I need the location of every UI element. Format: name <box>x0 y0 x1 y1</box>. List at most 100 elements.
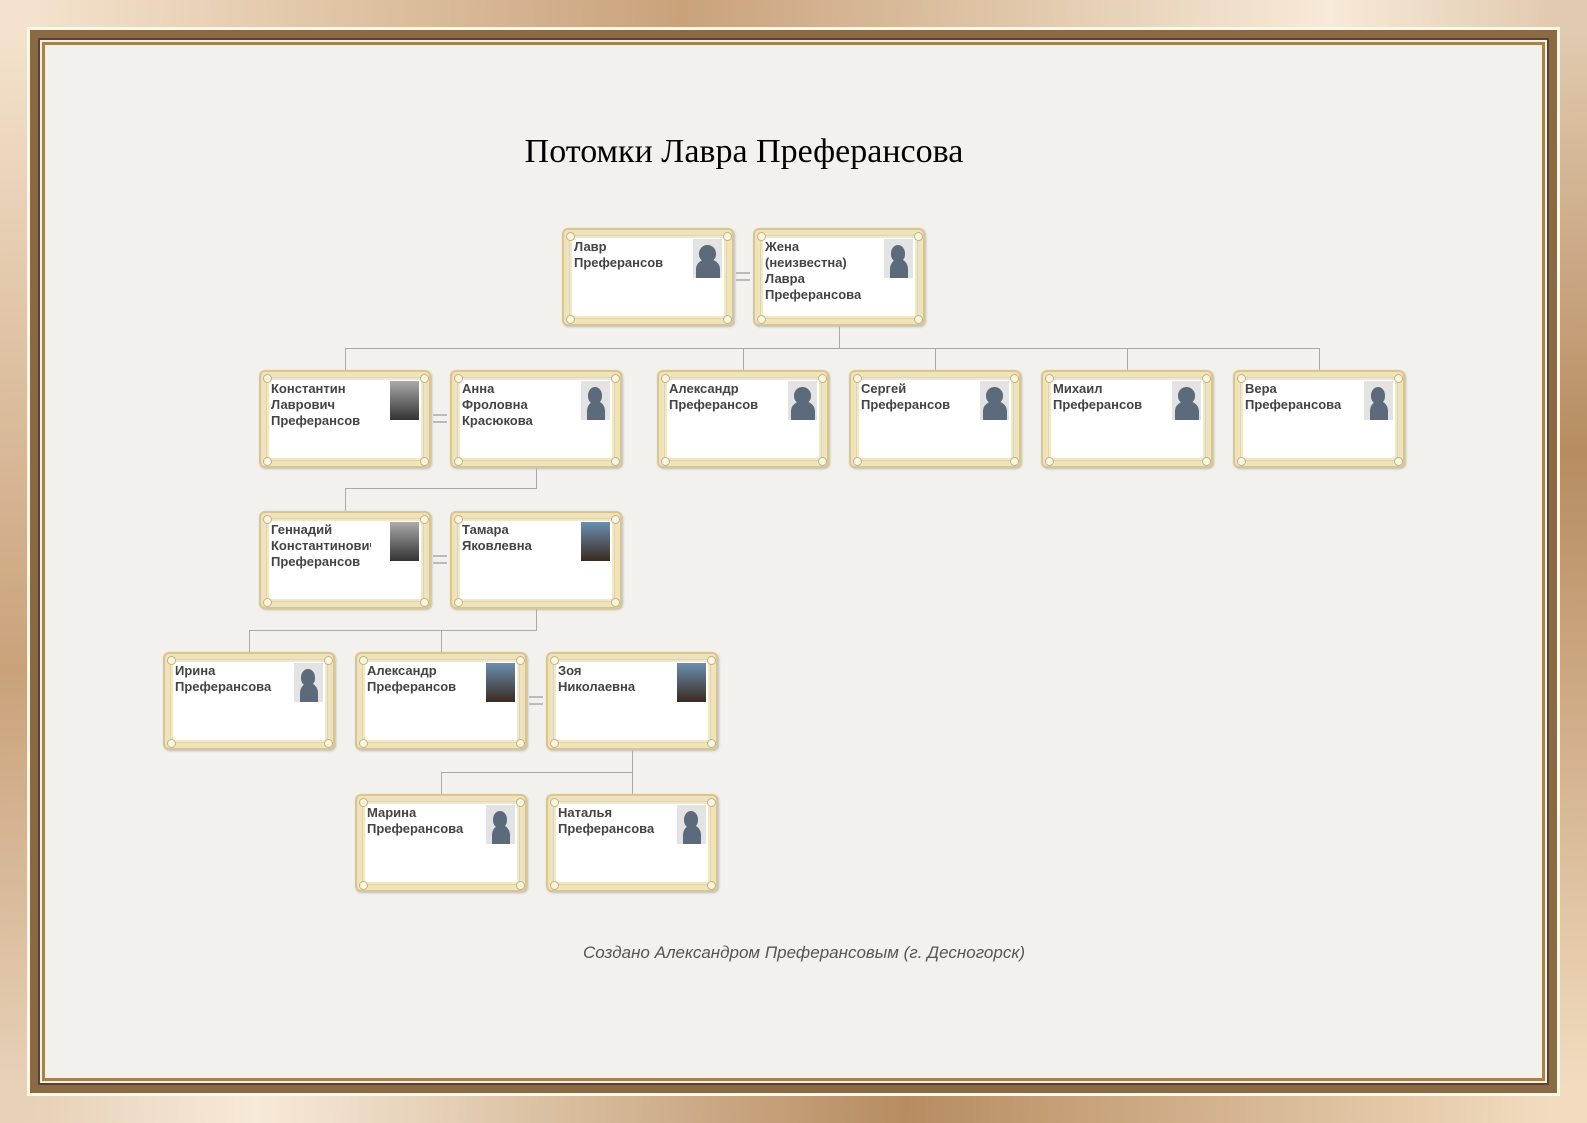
person-photo <box>677 663 706 702</box>
connector-line <box>536 468 537 488</box>
person-name: Геннадий Константинович Преферансов <box>271 522 371 569</box>
person-name: Александр Преферансов <box>669 381 759 412</box>
person-card[interactable]: Геннадий Константинович Преферансов <box>259 511 431 609</box>
connector-line <box>632 772 633 794</box>
corner-ornament <box>324 656 333 665</box>
corner-ornament <box>707 881 716 890</box>
corner-ornament <box>516 739 525 748</box>
corner-ornament <box>1237 457 1246 466</box>
person-name: Михаил Преферансов <box>1053 381 1143 412</box>
person-card[interactable]: Александр Преферансов <box>657 370 829 468</box>
person-name: Наталья Преферансова <box>558 805 655 836</box>
corner-ornament <box>550 656 559 665</box>
corner-ornament <box>263 598 272 607</box>
corner-ornament <box>324 739 333 748</box>
corner-ornament <box>723 232 732 241</box>
person-card[interactable]: Ирина Преферансова <box>163 652 335 750</box>
corner-ornament <box>723 315 732 324</box>
connector-line <box>345 348 1320 349</box>
corner-ornament <box>914 315 923 324</box>
corner-ornament <box>757 232 766 241</box>
corner-ornament <box>707 739 716 748</box>
corner-ornament <box>420 598 429 607</box>
page-title: Потомки Лавра Преферансова <box>524 133 964 170</box>
corner-ornament <box>853 374 862 383</box>
connector-line <box>1319 348 1320 370</box>
corner-ornament <box>1045 374 1054 383</box>
corner-ornament <box>359 881 368 890</box>
corner-ornament <box>167 656 176 665</box>
connector-line <box>249 630 537 631</box>
corner-ornament <box>516 798 525 807</box>
corner-ornament <box>263 515 272 524</box>
corner-ornament <box>1237 374 1246 383</box>
female-silhouette-icon <box>884 239 913 278</box>
corner-ornament <box>516 881 525 890</box>
corner-ornament <box>1394 457 1403 466</box>
male-silhouette-icon <box>1172 381 1201 420</box>
marriage-connector <box>433 414 447 423</box>
connector-line <box>839 326 840 348</box>
person-card[interactable]: Михаил Преферансов <box>1041 370 1213 468</box>
person-name: Вера Преферансова <box>1245 381 1342 412</box>
male-silhouette-icon <box>980 381 1009 420</box>
corner-ornament <box>167 739 176 748</box>
corner-ornament <box>661 374 670 383</box>
corner-ornament <box>853 457 862 466</box>
person-card[interactable]: Лавр Преферансов <box>562 228 734 326</box>
corner-ornament <box>263 374 272 383</box>
person-photo <box>486 663 515 702</box>
corner-ornament <box>359 656 368 665</box>
connector-line <box>345 488 346 511</box>
person-name: Ирина Преферансова <box>175 663 272 694</box>
person-card[interactable]: Константин Лаврович Преферансов <box>259 370 431 468</box>
corner-ornament <box>818 457 827 466</box>
marriage-connector <box>529 696 543 705</box>
person-card[interactable]: Анна Фроловна Красюкова <box>450 370 622 468</box>
corner-ornament <box>359 739 368 748</box>
person-card[interactable]: Александр Преферансов <box>355 652 527 750</box>
connector-line <box>743 348 744 370</box>
corner-ornament <box>454 374 463 383</box>
marriage-connector <box>433 555 447 564</box>
corner-ornament <box>611 598 620 607</box>
person-card[interactable]: Марина Преферансова <box>355 794 527 892</box>
person-card[interactable]: Жена (неизвестна) Лавра Преферансова <box>753 228 925 326</box>
corner-ornament <box>757 315 766 324</box>
female-silhouette-icon <box>294 663 323 702</box>
corner-ornament <box>420 457 429 466</box>
corner-ornament <box>611 374 620 383</box>
corner-ornament <box>550 881 559 890</box>
corner-ornament <box>818 374 827 383</box>
connector-line <box>1127 348 1128 370</box>
corner-ornament <box>550 739 559 748</box>
corner-ornament <box>420 515 429 524</box>
corner-ornament <box>611 457 620 466</box>
person-name: Константин Лаврович Преферансов <box>271 381 361 428</box>
person-card[interactable]: Вера Преферансова <box>1233 370 1405 468</box>
person-name: Марина Преферансова <box>367 805 464 836</box>
corner-ornament <box>420 374 429 383</box>
person-photo <box>581 522 610 561</box>
person-name: Зоя Николаевна <box>558 663 636 694</box>
corner-ornament <box>1202 374 1211 383</box>
person-card[interactable]: Наталья Преферансова <box>546 794 718 892</box>
corner-ornament <box>359 798 368 807</box>
connector-line <box>441 630 442 652</box>
person-name: Тамара Яковлевна <box>462 522 532 553</box>
corner-ornament <box>1202 457 1211 466</box>
connector-line <box>935 348 936 370</box>
corner-ornament <box>707 798 716 807</box>
corner-ornament <box>566 232 575 241</box>
corner-ornament <box>516 656 525 665</box>
corner-ornament <box>707 656 716 665</box>
person-name: Александр Преферансов <box>367 663 457 694</box>
person-card[interactable]: Сергей Преферансов <box>849 370 1021 468</box>
connector-line <box>249 630 250 652</box>
corner-ornament <box>661 457 670 466</box>
author-credit: Создано Александром Преферансовым (г. Де… <box>582 943 1026 962</box>
person-card[interactable]: Зоя Николаевна <box>546 652 718 750</box>
female-silhouette-icon <box>1364 381 1393 420</box>
person-card[interactable]: Тамара Яковлевна <box>450 511 622 609</box>
corner-ornament <box>566 315 575 324</box>
